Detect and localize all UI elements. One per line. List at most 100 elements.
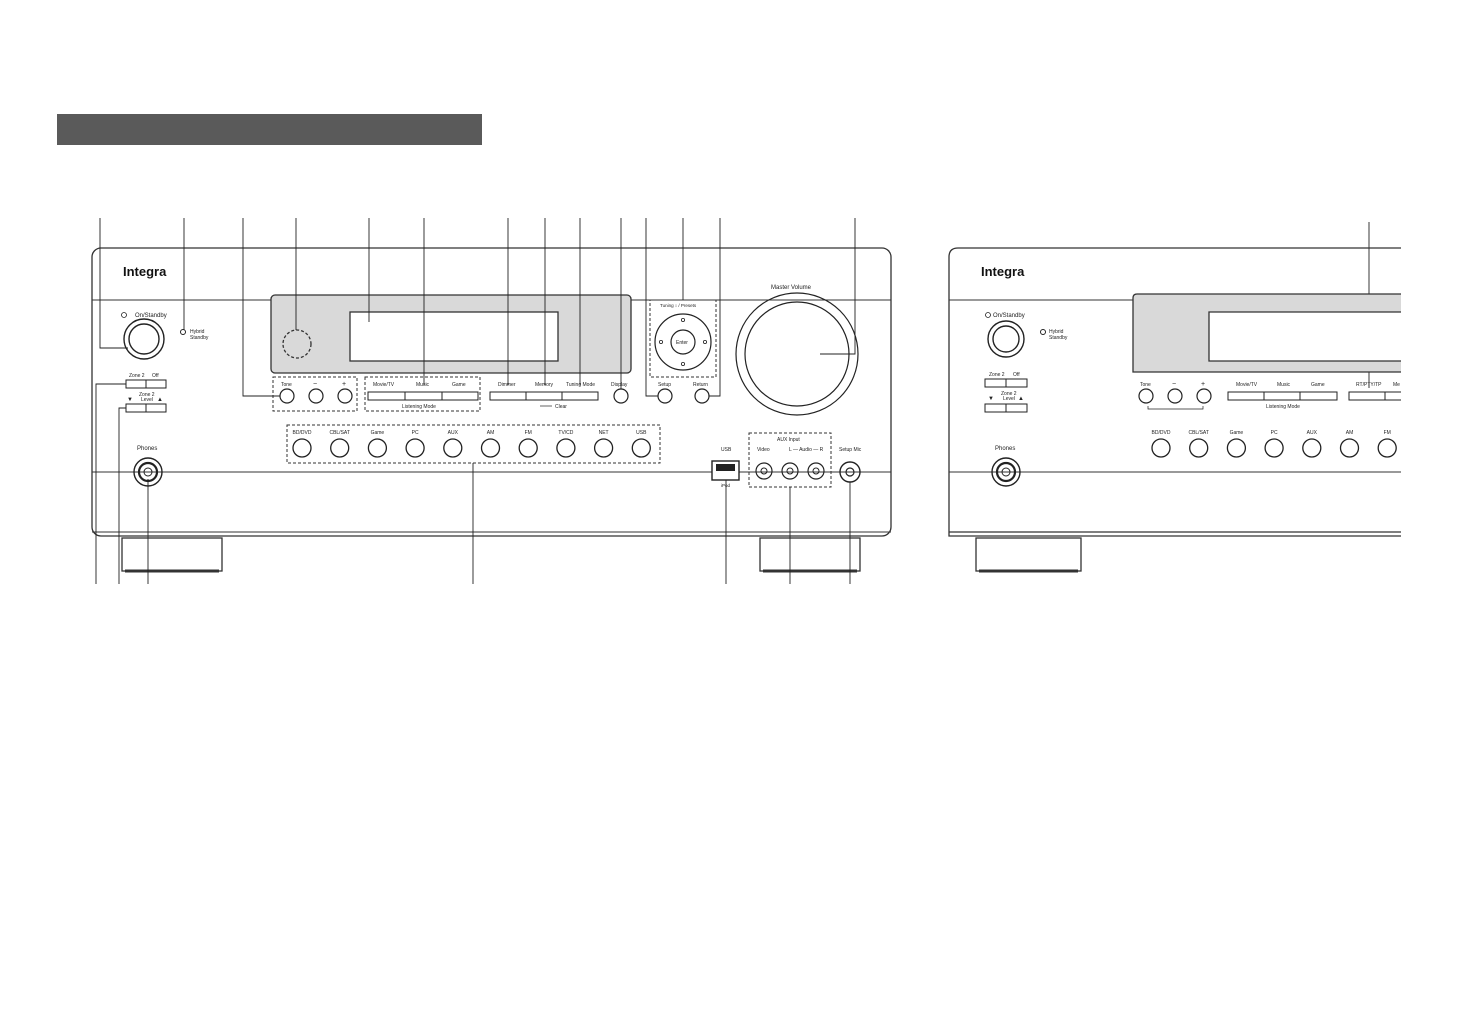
input-selector-button-7[interactable] [556,438,576,458]
audio-l-jack[interactable] [781,462,799,480]
alt-listening-group: Movie/TV Music Game Listening Mode RT/PT… [1227,382,1401,410]
alt-minus-label: − [1172,381,1176,388]
arrow-up-icon[interactable] [681,317,686,322]
input-selector-label-8: NET [599,430,609,436]
input-selector-button-0[interactable] [292,438,312,458]
minus-label: − [313,381,317,388]
zone2-group: Zone 2 Off Zone 2 Level ▼ ▲ [125,373,167,413]
arrow-right-icon[interactable] [703,339,708,344]
power-label: On/Standby [135,313,167,319]
alt-zone2-label: Zone 2 [989,372,1005,378]
input-selector-button-3[interactable] [405,438,425,458]
video-jack[interactable] [755,462,773,480]
alt-input-selector-button-2[interactable] [1226,438,1247,458]
minus-button[interactable] [308,388,324,404]
dimmer-group: Dimmer Memory Tuning Mode Clear [489,382,599,410]
input-dashed-box [286,424,661,464]
tuning-mode-label: Tuning Mode [566,382,595,388]
setup-mic-group: Setup Mic [839,447,862,483]
power-button-ring [123,318,165,360]
alt-foot [975,537,1082,572]
input-selector-button-6[interactable] [518,438,538,458]
return-button[interactable] [694,388,710,404]
alt-input-selector-button-6[interactable] [1377,438,1397,458]
alt-level-up-icon: ▲ [1018,396,1024,402]
game-label: Game [452,382,466,388]
alt-zone2-level-2: Level [1003,396,1015,402]
alt-input-selector-label-5: AM [1346,430,1354,436]
hybrid-label-2: Standby [190,335,209,341]
input-selector-label-3: PC [412,430,419,436]
setup-mic-label: Setup Mic [839,447,862,453]
power-group: On/Standby Hybrid Standby [121,312,209,360]
listening-mode-buttons[interactable] [367,391,479,401]
alt-rt-buttons[interactable] [1348,391,1401,401]
alt-game-label: Game [1311,382,1325,388]
input-selector-label-1: CBL/SAT [329,430,349,436]
alt-plus-button[interactable] [1196,388,1212,404]
alt-hybrid-label-2: Standby [1049,335,1068,341]
clear-label: Clear [555,404,567,410]
setup-label: Setup [658,382,671,388]
direction-ring[interactable] [654,313,712,371]
foot-right [759,537,861,572]
alt-hybrid-led [1040,329,1046,335]
arrow-left-icon[interactable] [659,339,664,344]
remote-sensor [282,329,312,359]
tone-group: Tone − + [272,376,358,412]
alt-phones-jack-outer[interactable] [991,457,1021,487]
alt-input-selector-button-5[interactable] [1339,438,1360,458]
enter-button[interactable] [670,329,696,355]
alt-input-selector-label-4: AUX [1307,430,1318,436]
phones-label: Phones [137,446,157,452]
alt-me-label: Me [1393,382,1400,388]
alt-display-screen [1208,311,1401,362]
main-receiver [91,247,892,573]
section-title-bar [57,114,482,145]
power-button[interactable] [128,323,160,355]
dimmer-label: Dimmer [498,382,516,388]
alt-tone-group: Tone − + [1138,381,1212,410]
alt-minus-button[interactable] [1167,388,1183,404]
alt-listening-mode-buttons[interactable] [1227,391,1338,401]
callout-lines [95,218,1370,584]
input-selector-button-1[interactable] [330,438,350,458]
tone-button[interactable] [279,388,295,404]
input-selector-button-8[interactable] [593,438,614,458]
alt-input-selector-button-1[interactable] [1189,438,1209,458]
arrow-down-icon[interactable] [681,361,686,366]
alt-input-selector-button-4[interactable] [1302,438,1322,458]
display-button[interactable] [613,388,629,404]
alt-phones-jack[interactable] [995,461,1017,483]
alt-music-label: Music [1277,382,1291,388]
input-selector-button-5[interactable] [480,438,501,458]
setup-button[interactable] [657,388,673,404]
dimmer-memory-tuning-buttons[interactable] [489,391,599,401]
zone2-level-label-1: Zone 2 [139,392,155,398]
level-up-icon: ▲ [157,397,163,403]
input-selector-label-7: TV/CD [558,430,573,436]
level-down-icon: ▼ [127,397,133,403]
input-selector-label-5: AM [487,430,495,436]
master-volume-group: Master Volume [735,285,859,416]
input-selector-button-4[interactable] [443,438,463,458]
input-selector-label-9: USB [636,430,647,436]
alt-tone-button[interactable] [1138,388,1154,404]
input-selector-label-6: FM [525,430,532,436]
master-volume-ring [735,292,859,416]
display-label: Display [611,382,628,388]
plus-button[interactable] [337,388,353,404]
alt-listening-mode-label: Listening Mode [1266,404,1300,410]
alt-input-selector-button-0[interactable] [1151,438,1171,458]
navigation-group: Tuning ↕ / Presets Enter Setup Return [649,299,717,404]
input-selector-button-2[interactable] [367,438,388,458]
alt-power-button[interactable] [992,325,1020,353]
input-selector-button-9[interactable] [631,438,651,458]
alt-zone2-group: Zone 2 Off Zone 2 Level ▼ ▲ [984,372,1028,413]
alt-input-selector-button-3[interactable] [1264,438,1284,458]
alt-level-down-icon: ▼ [988,396,994,402]
audio-r-jack[interactable] [807,462,825,480]
hybrid-standby-led [180,329,186,335]
